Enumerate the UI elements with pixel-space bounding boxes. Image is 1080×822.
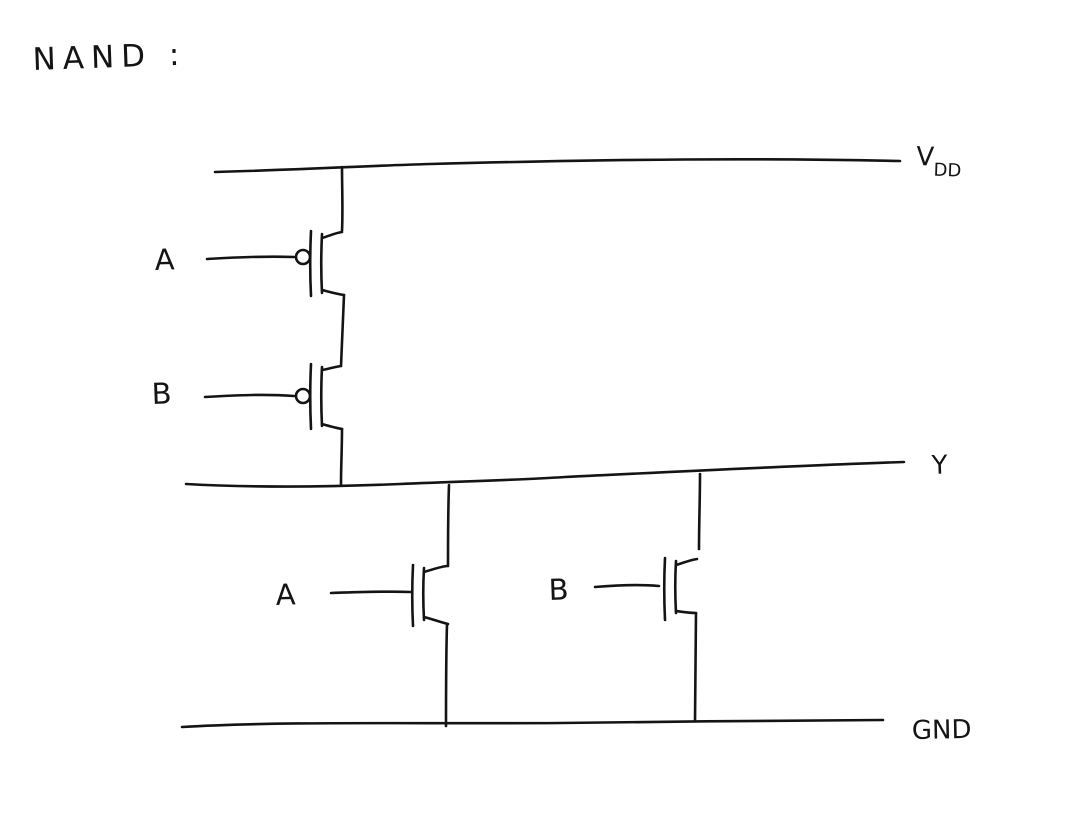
diagram-title: NAND : (32, 37, 187, 78)
vdd-rail (213, 158, 902, 174)
nmos-a-transistor (329, 483, 451, 728)
pmos-a-transistor (205, 165, 346, 298)
nmos-b-channel-bar (673, 559, 678, 615)
pmos-a-source-arm (320, 230, 344, 240)
pmos-b-channel-bar (319, 365, 324, 428)
pmos-b-gate-bar (308, 362, 313, 431)
pmos-b-drain-wire (339, 427, 344, 486)
gnd-rail-wire (180, 718, 885, 729)
vdd-rail-label-sub: DD (933, 160, 961, 182)
gnd-rail (180, 718, 885, 729)
pmos-b-transistor (203, 362, 344, 486)
pmos-a-channel-bar (319, 232, 324, 295)
pmos-a-gate-bubble (294, 248, 312, 266)
nmos-b-gate-wire (593, 583, 661, 589)
nmos-b-drain-wire (697, 472, 702, 551)
nmos-b-input-label: B (548, 572, 569, 607)
pmos-b-gate-wire (203, 393, 296, 399)
gnd-rail-label: GND (912, 715, 972, 746)
nmos-a-source-arm (422, 615, 450, 626)
pmos-b-gate-bubble (294, 387, 312, 405)
pmos-b-source-arm (320, 364, 343, 372)
vdd-rail-wire (213, 158, 902, 174)
nmos-b-transistor (593, 472, 702, 723)
nmos-a-input-label: A (275, 577, 296, 612)
vdd-rail-label-main: V (916, 142, 935, 173)
nmos-a-gate-bar (410, 563, 415, 628)
nmos-b-gate-bar (662, 556, 667, 622)
output-rail-wire (184, 460, 906, 488)
pmos-a-gate-bar (308, 229, 313, 298)
nmos-a-source-wire (444, 622, 449, 728)
nmos-a-channel-bar (421, 566, 426, 622)
vdd-rail-label: VDD (915, 142, 962, 182)
nmos-a-drain-arm (422, 564, 449, 574)
nmos-b-drain-arm (674, 557, 699, 567)
pmos-series-wire (339, 293, 346, 368)
pmos-b-drain-arm (320, 422, 344, 431)
output-rail (184, 460, 906, 488)
nmos-b-source-arm (674, 609, 698, 615)
nmos-b-source-wire (693, 611, 698, 723)
output-rail-label: Y (930, 450, 948, 481)
pmos-a-gate-wire (205, 255, 296, 261)
pmos-a-input-label: A (154, 242, 175, 277)
nmos-a-drain-wire (446, 483, 451, 568)
pmos-a-drain-arm (320, 288, 346, 297)
pmos-b-input-label: B (151, 376, 172, 411)
nmos-a-gate-wire (329, 590, 413, 595)
